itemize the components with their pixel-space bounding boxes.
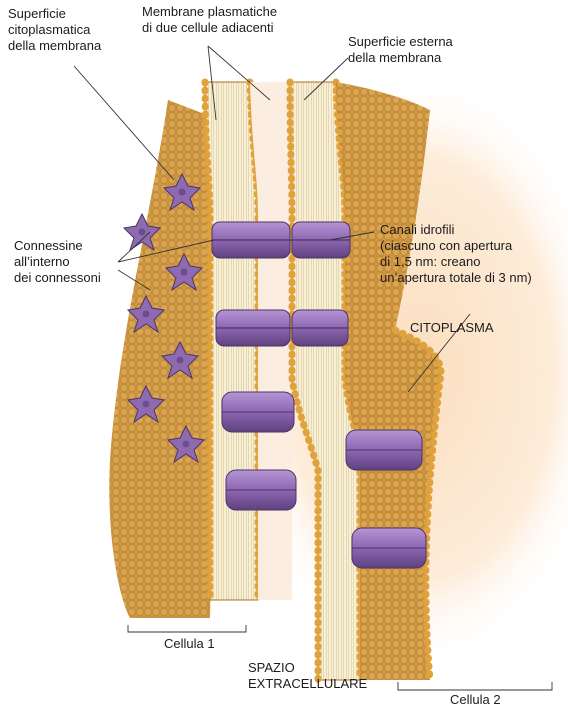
label-spazio-extracellulare: SPAZIO EXTRACELLULARE — [248, 660, 367, 692]
connexon-cell2-lower-1 — [346, 430, 422, 470]
connexon-cell2-lower-2 — [352, 528, 426, 568]
label-cellula-1: Cellula 1 — [164, 636, 215, 652]
connexon-channel-1 — [212, 222, 350, 258]
cellula-1-bracket — [128, 625, 246, 632]
cellula-2-bracket — [398, 682, 552, 690]
label-connessine: Connessine all’interno dei connessoni — [14, 238, 101, 286]
label-citoplasma: CITOPLASMA — [410, 320, 494, 336]
label-cellula-2: Cellula 2 — [450, 692, 501, 708]
label-canali-idrofili: Canali idrofili (ciascuno con apertura d… — [380, 222, 532, 286]
label-superficie-citoplasmatica: Superficie citoplasmatica della membrana — [8, 6, 101, 54]
label-superficie-esterna: Superficie esterna della membrana — [348, 34, 453, 66]
connexon-cell1-lower-1 — [222, 392, 294, 432]
connexon-cell1-lower-2 — [226, 470, 296, 510]
connexon-channel-2 — [216, 310, 348, 346]
label-membrane-plasmatiche: Membrane plasmatiche di due cellule adia… — [142, 4, 277, 36]
